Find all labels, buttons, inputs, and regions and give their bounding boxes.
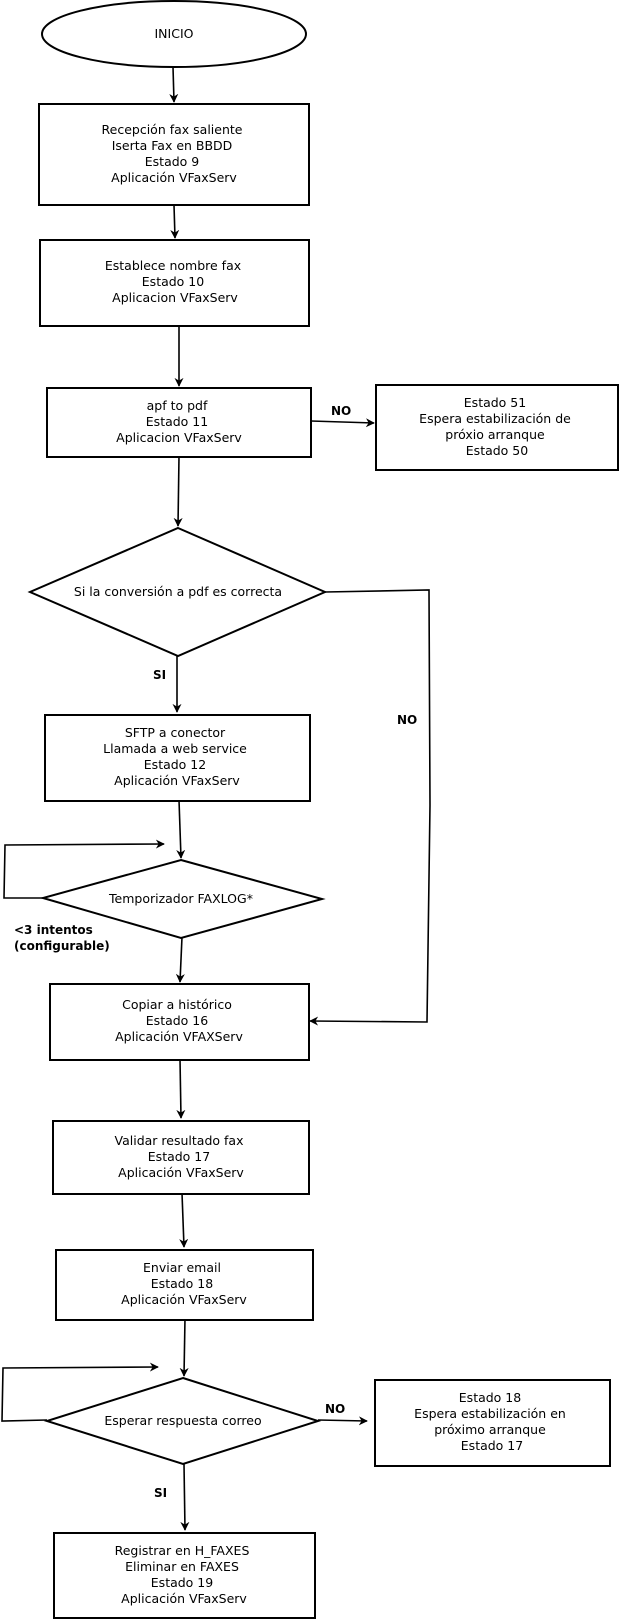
node-establece-shape bbox=[39, 239, 310, 327]
node-sftp-label: SFTP a conector Llamada a web service Es… bbox=[103, 725, 251, 788]
node-decision-pdf-label: Si la conversión a pdf es correcta bbox=[74, 584, 282, 599]
node-estado51-shape bbox=[375, 384, 619, 471]
edge-apf-decision bbox=[173, 455, 183, 527]
edge-label-no-esperar: NO bbox=[325, 1402, 345, 1416]
edge-enviar-esperar bbox=[179, 1317, 189, 1377]
node-recepcion-label: Recepción fax saliente Iserta Fax en BBD… bbox=[102, 122, 247, 185]
edge-copiar-validar bbox=[176, 1058, 186, 1119]
edge-label-no-pdf: NO bbox=[397, 713, 417, 727]
node-recepcion-shape bbox=[38, 103, 310, 206]
node-apf-shape bbox=[46, 387, 312, 458]
edge-temporizador-loop bbox=[3, 839, 165, 899]
node-copiar-shape bbox=[49, 983, 310, 1061]
connectors bbox=[1, 66, 431, 1531]
node-esperar-label: Esperar respuesta correo bbox=[104, 1413, 261, 1428]
edge-sftp-temporizador bbox=[176, 799, 186, 859]
node-validar-shape bbox=[52, 1120, 310, 1195]
node-enviar-label: Enviar email Estado 18 Aplicación VFaxSe… bbox=[121, 1260, 247, 1307]
node-temporizador-label: Temporizador FAXLOG* bbox=[108, 891, 253, 906]
edge-label-si-esperar: SI bbox=[154, 1486, 167, 1500]
node-inicio-label: INICIO bbox=[155, 26, 194, 41]
node-validar-label: Validar resultado fax Estado 17 Aplicaci… bbox=[115, 1133, 248, 1180]
node-copiar-label: Copiar a histórico Estado 16 Aplicación … bbox=[115, 997, 243, 1044]
node-enviar-shape bbox=[55, 1249, 314, 1321]
shapes bbox=[27, 0, 619, 1619]
edge-recepcion-establece bbox=[170, 204, 180, 239]
node-apf-label: apf to pdf Estado 11 Aplicacion VFaxServ bbox=[116, 398, 242, 445]
node-estado18-label: Estado 18 Espera estabilización en próxi… bbox=[414, 1390, 570, 1453]
node-estado51-label: Estado 51 Espera estabilización de próxi… bbox=[419, 395, 575, 458]
edge-esperar-registrar bbox=[180, 1463, 190, 1531]
edge-labels: NO SI NO <3 intentos (configurable) NO S… bbox=[14, 404, 417, 1500]
edge-label-si-pdf: SI bbox=[153, 668, 166, 682]
edge-esperar-loop bbox=[1, 1362, 159, 1422]
node-establece-label: Establece nombre fax Estado 10 Aplicacio… bbox=[105, 258, 245, 305]
edge-label-no-apf: NO bbox=[331, 404, 351, 418]
node-labels: INICIO Recepción fax saliente Iserta Fax… bbox=[74, 26, 575, 1606]
node-temporizador-shape bbox=[39, 858, 326, 940]
edge-temporizador-copiar bbox=[175, 936, 185, 983]
edge-label-intentos: <3 intentos (configurable) bbox=[14, 923, 110, 953]
node-registrar-label: Registrar en H_FAXES Eliminar en FAXES E… bbox=[115, 1543, 254, 1606]
node-inicio-shape bbox=[41, 0, 307, 68]
edge-apf-estado51 bbox=[310, 418, 375, 428]
edge-inicio-recepcion bbox=[169, 66, 179, 103]
node-esperar-shape bbox=[43, 1376, 322, 1466]
node-sftp-shape bbox=[44, 714, 311, 802]
edge-validar-enviar bbox=[179, 1192, 189, 1248]
edge-decision-no-copiar bbox=[309, 589, 431, 1026]
node-estado18-shape bbox=[374, 1379, 611, 1467]
node-registrar-shape bbox=[53, 1532, 316, 1619]
edge-esperar-estado18 bbox=[317, 1416, 368, 1426]
node-decision-pdf-shape bbox=[27, 526, 328, 658]
